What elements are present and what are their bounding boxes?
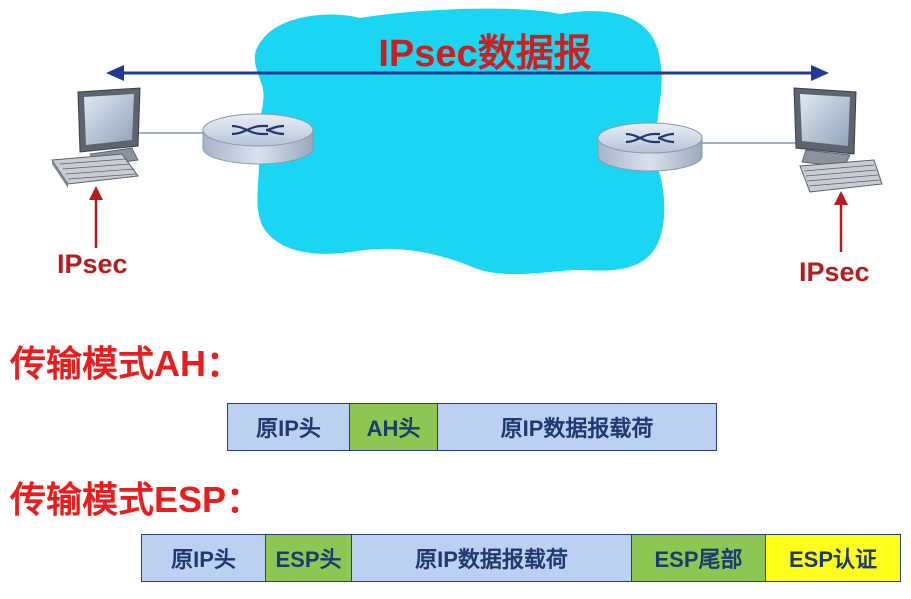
diagram-title: IPsec数据报 — [378, 33, 592, 75]
esp-auth: ESP认证 — [766, 535, 900, 581]
ah-original-ip-header: 原IP头 — [228, 404, 350, 450]
ah-header: AH头 — [350, 404, 438, 450]
ah-packet: 原IP头 AH头 原IP数据报载荷 — [227, 403, 717, 451]
esp-header: ESP头 — [266, 535, 352, 581]
datagram-arrow — [106, 65, 829, 81]
right-ipsec-label: IPsec — [799, 257, 870, 287]
esp-original-ip-header: 原IP头 — [142, 535, 266, 581]
network-diagram — [51, 8, 883, 275]
right-router-icon — [597, 122, 703, 172]
esp-packet: 原IP头 ESP头 原IP数据报载荷 ESP尾部 ESP认证 — [141, 534, 901, 582]
left-computer-icon — [51, 87, 141, 188]
network-cloud — [254, 8, 665, 275]
right-computer-icon — [793, 87, 883, 193]
esp-mode-heading: 传输模式ESP： — [10, 479, 263, 520]
left-ipsec-label: IPsec — [57, 249, 128, 279]
left-router-icon — [202, 113, 314, 165]
ah-mode-heading: 传输模式AH： — [10, 343, 242, 384]
esp-trailer: ESP尾部 — [632, 535, 766, 581]
ah-original-payload: 原IP数据报载荷 — [438, 404, 716, 450]
esp-original-payload: 原IP数据报载荷 — [352, 535, 632, 581]
right-ipsec-arrow — [834, 191, 848, 252]
left-ipsec-arrow — [89, 186, 103, 248]
